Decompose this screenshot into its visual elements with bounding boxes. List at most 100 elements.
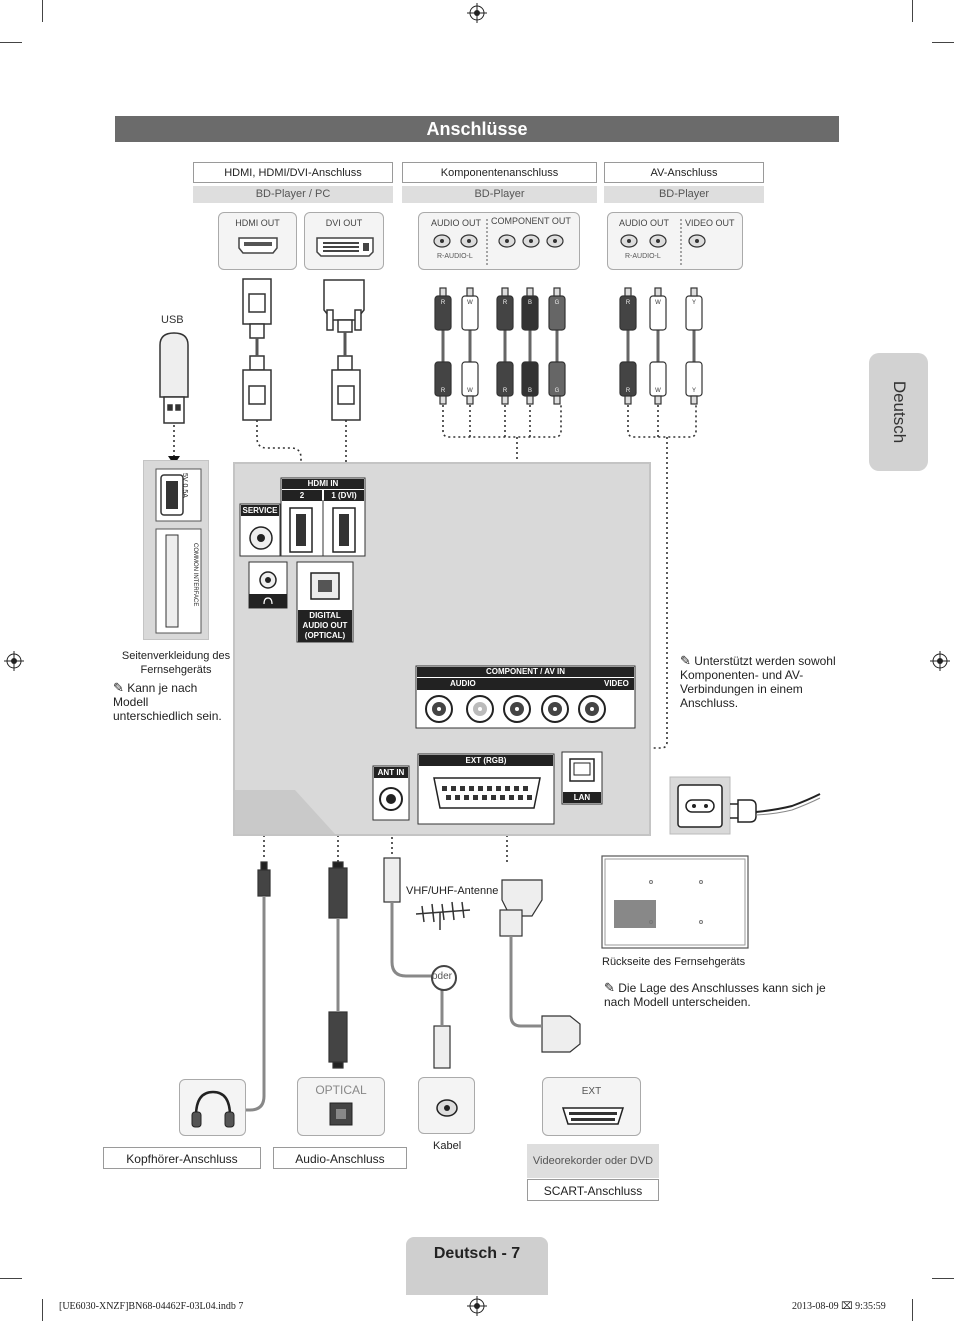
audio-out-label-1: AUDIO OUT [431,218,482,228]
scart-pin [491,795,496,800]
rca-plug-b: B [521,361,539,405]
pencil-icon: ✎ [604,980,615,995]
rca-plug-letter: B [528,300,532,306]
scart-pin [514,786,519,791]
rca-plug-letter: R [503,388,508,394]
scart-pin [442,786,447,791]
rca-plug-r: R [496,361,514,405]
rca-plug-letter: G [555,300,560,306]
audio-out-label-2: AUDIO OUT [619,218,670,228]
pencil-icon: ✎ [113,680,124,695]
optical-device: OPTICAL [297,1077,385,1136]
source-header-hdmi: HDMI, HDMI/DVI-Anschluss [193,162,393,183]
digital-audio-out-label: DIGITAL AUDIO OUT (OPTICAL) [298,610,352,642]
side-panel: 5V 0.5A COMMON INTERFACE [143,460,209,640]
rca-plug-b: B [521,287,539,331]
rca-plug-g: G [548,361,566,405]
component-video-label: VIDEO [604,679,629,688]
av-out-box: AUDIO OUT VIDEO OUT R-AUDIO-L [607,212,743,270]
rca-plug-letter: G [555,388,560,394]
side-panel-note: ✎ Kann je nach Modell unterschiedlich se… [113,680,223,724]
hdmi-2-label: 2 [282,490,322,501]
scart-pin [460,786,465,791]
hdmi-1-label: 1 (DVI) [324,490,364,501]
scart-pin [451,786,456,791]
crop-mark [912,1299,913,1321]
crop-mark [932,42,954,43]
antenna-label: VHF/UHF-Antenne [406,885,499,897]
audio-header: Audio-Anschluss [273,1147,407,1169]
headphone-device [179,1079,246,1136]
component-note-text: Unterstützt werden sowohl Komponenten- u… [680,654,836,710]
rca-plug-g: G [548,287,566,331]
usb-port-icon [155,468,202,634]
rca-plug-letter: W [467,300,473,306]
hdmi-in-label: HDMI IN [282,479,364,489]
print-info-left: [UE6030-XNZF]BN68-04462F-03L04.indb 7 [59,1301,244,1312]
scart-header: SCART-Anschluss [527,1179,659,1201]
coax-port-icon [436,1099,458,1117]
av-jacks-icon [620,219,706,265]
optical-port-icon [329,1102,353,1126]
hdmi-out-label: HDMI OUT [235,218,280,228]
page-number: Deutsch - 7 [433,1245,521,1262]
crop-mark [0,1278,22,1279]
rca-plug-r: R [619,287,637,331]
rca-plug-letter: W [467,388,473,394]
crop-mark [42,0,43,22]
language-tab: Deutsch [869,353,928,471]
headphone-icon [191,1090,235,1128]
vcr-subheader: Videorekorder oder DVD [527,1144,659,1178]
side-panel-caption: Seitenverkleidung des Fernsehgeräts [121,650,231,676]
headphone-header: Kopfhörer-Anschluss [103,1147,261,1169]
rca-plug-y: Y [685,287,703,331]
rca-plug-w: W [649,361,667,405]
scart-port-icon [561,1107,625,1125]
hdmi-port-icon [238,237,278,254]
component-out-label: COMPONENT OUT [491,216,571,226]
rca-plug-letter: R [441,300,446,306]
scart-pin [518,795,523,800]
crop-mark [912,0,913,22]
scart-pin [505,786,510,791]
scart-pin [523,786,528,791]
crop-mark [42,1299,43,1321]
kabel-label: Kabel [433,1140,462,1152]
dvi-out-label: DVI OUT [325,218,363,228]
scart-pin [500,795,505,800]
page-title: Anschlüsse [115,116,839,142]
rca-plug-letter: W [655,388,661,394]
ant-in-label: ANT IN [374,767,408,778]
hdmi-out-box: HDMI OUT [218,212,297,270]
scart-pin [509,795,514,800]
source-sub-component: BD-Player [402,186,597,203]
optical-device-label: OPTICAL [315,1083,367,1097]
crop-mark [932,1278,954,1279]
scart-pin [473,795,478,800]
scart-pin [482,795,487,800]
source-sub-av: BD-Player [604,186,764,203]
rca-plug-w: W [461,361,479,405]
ext-device-label: EXT [581,1086,602,1097]
dvi-out-box: DVI OUT [304,212,384,270]
rca-jacks-icon [433,219,564,265]
source-sub-hdmi: BD-Player / PC [193,186,393,203]
side-panel-note-text: Kann je nach Modell unterschiedlich sein… [113,681,222,723]
rca-plug-letter: Y [692,388,696,394]
scart-pin [527,795,532,800]
ext-rgb-label: EXT (RGB) [419,755,553,766]
scart-pin [455,795,460,800]
usb-label: USB [161,314,184,326]
video-out-label: VIDEO OUT [685,218,735,228]
oder-label: oder [432,971,453,982]
page-number-tab: Deutsch - 7 [406,1237,548,1295]
back-note-text: Die Lage des Anschlusses kann sich je na… [604,981,826,1009]
component-out-box: AUDIO OUT COMPONENT OUT R-AUDIO-L [418,212,580,270]
rca-plug-r: R [434,361,452,405]
rca-plug-w: W [649,287,667,331]
cable-device [418,1077,475,1134]
component-note: ✎ Unterstützt werden sowohl Komponenten-… [680,654,842,711]
component-av-in-label: COMPONENT / AV IN [417,667,634,677]
